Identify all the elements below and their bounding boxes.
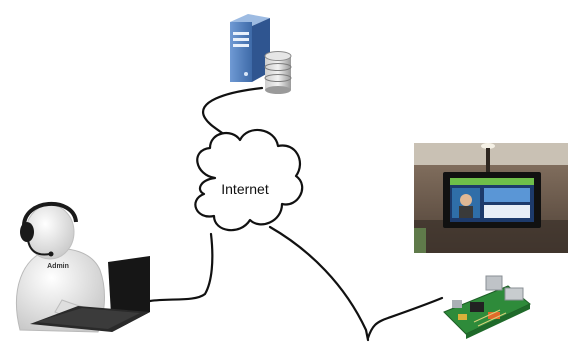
cloud-icon: Internet (194, 129, 304, 232)
connection-lines (148, 86, 444, 342)
database-icon (264, 51, 292, 94)
digital-signage-photo (414, 143, 568, 253)
laptop-icon (30, 256, 150, 332)
cloud-label: Internet (221, 181, 269, 197)
cloud-to-laptop-link (148, 232, 214, 303)
cloud-to-branch-link (268, 225, 370, 342)
raspberry-pi-board (443, 275, 531, 339)
server-icon (230, 14, 270, 82)
branch-to-board-link (366, 296, 444, 340)
user-shirt-label: Admin (47, 263, 69, 270)
